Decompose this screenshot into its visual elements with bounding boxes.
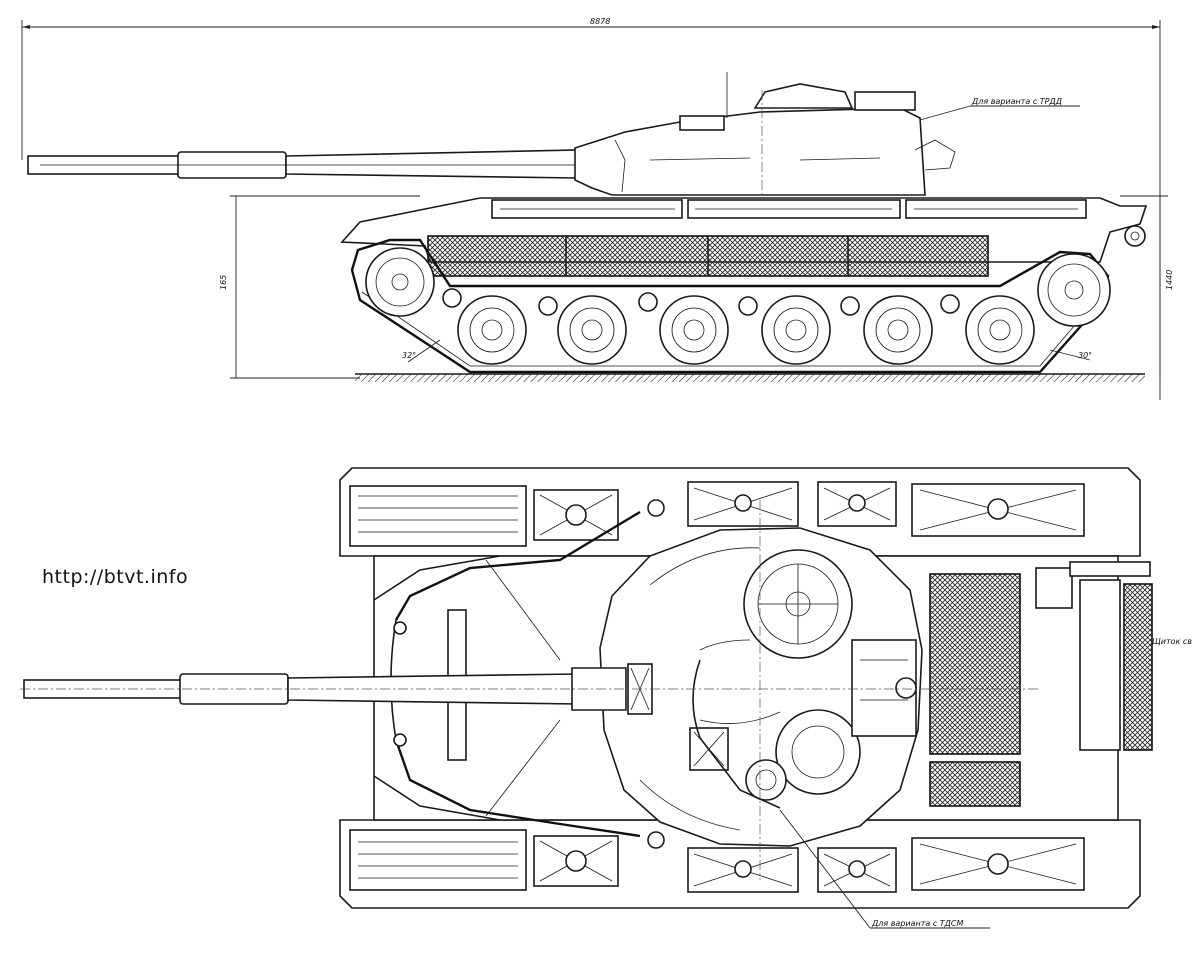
gun-barrel-side: [27, 149, 600, 179]
ground-line: [355, 373, 1145, 382]
turret-top: Для варианта с ТДСМ Щиток св: [599, 500, 1192, 929]
track-side: [350, 238, 1111, 374]
total-height-label: 1440: [1165, 270, 1174, 290]
top-shield-callout: Щиток св: [1152, 637, 1192, 646]
hull-side: [340, 197, 1148, 277]
watermark-url: http://btvt.info: [42, 566, 189, 588]
front-angle-label: 32°: [402, 351, 416, 360]
top-tdsm-callout: Для варианта с ТДСМ: [871, 919, 964, 928]
lower-fender: [339, 819, 1141, 909]
total-height-dimension: 1440: [1120, 195, 1174, 378]
length-label: 8878: [590, 17, 610, 26]
upper-fender: [339, 467, 1141, 557]
gun-barrel-top: [20, 663, 1040, 715]
side-view: 8878 165 1440: [21, 17, 1174, 400]
hull-height-dimension: 165: [219, 195, 420, 379]
road-wheels: [457, 295, 1035, 365]
angle-annotations: 32° 30°: [402, 339, 1092, 363]
turret-side: Для варианта с ТРДД: [574, 72, 1080, 200]
top-view: Для варианта с ТДСМ Щиток св: [20, 467, 1192, 929]
side-trd-callout: Для варианта с ТРДД: [971, 97, 1062, 106]
rear-angle-label: 30°: [1078, 351, 1092, 360]
hull-height-label: 165: [219, 275, 228, 290]
